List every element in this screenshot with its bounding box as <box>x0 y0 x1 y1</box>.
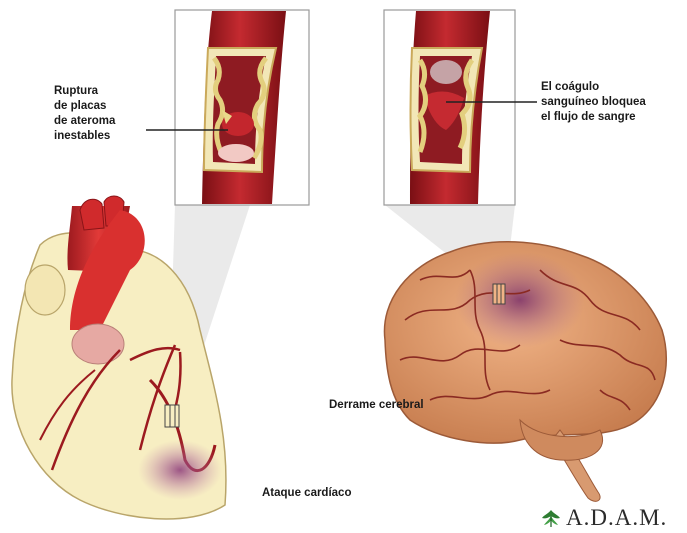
label-stroke: Derrame cerebral <box>329 398 424 413</box>
adam-logo: A.D.A.M. <box>540 507 667 529</box>
brain-illustration <box>384 242 666 502</box>
label-heart-attack: Ataque cardíaco <box>262 486 351 501</box>
inset-plaque-rupture <box>175 10 309 205</box>
inset-blood-clot <box>384 10 515 205</box>
adam-leaf-logo-icon <box>540 508 562 528</box>
logo-text: A.D.A.M. <box>566 505 667 531</box>
label-blood-clot: El coágulo sanguíneo bloquea el flujo de… <box>541 80 646 125</box>
label-plaque-rupture: Ruptura de placas de ateroma inestables <box>54 84 115 144</box>
